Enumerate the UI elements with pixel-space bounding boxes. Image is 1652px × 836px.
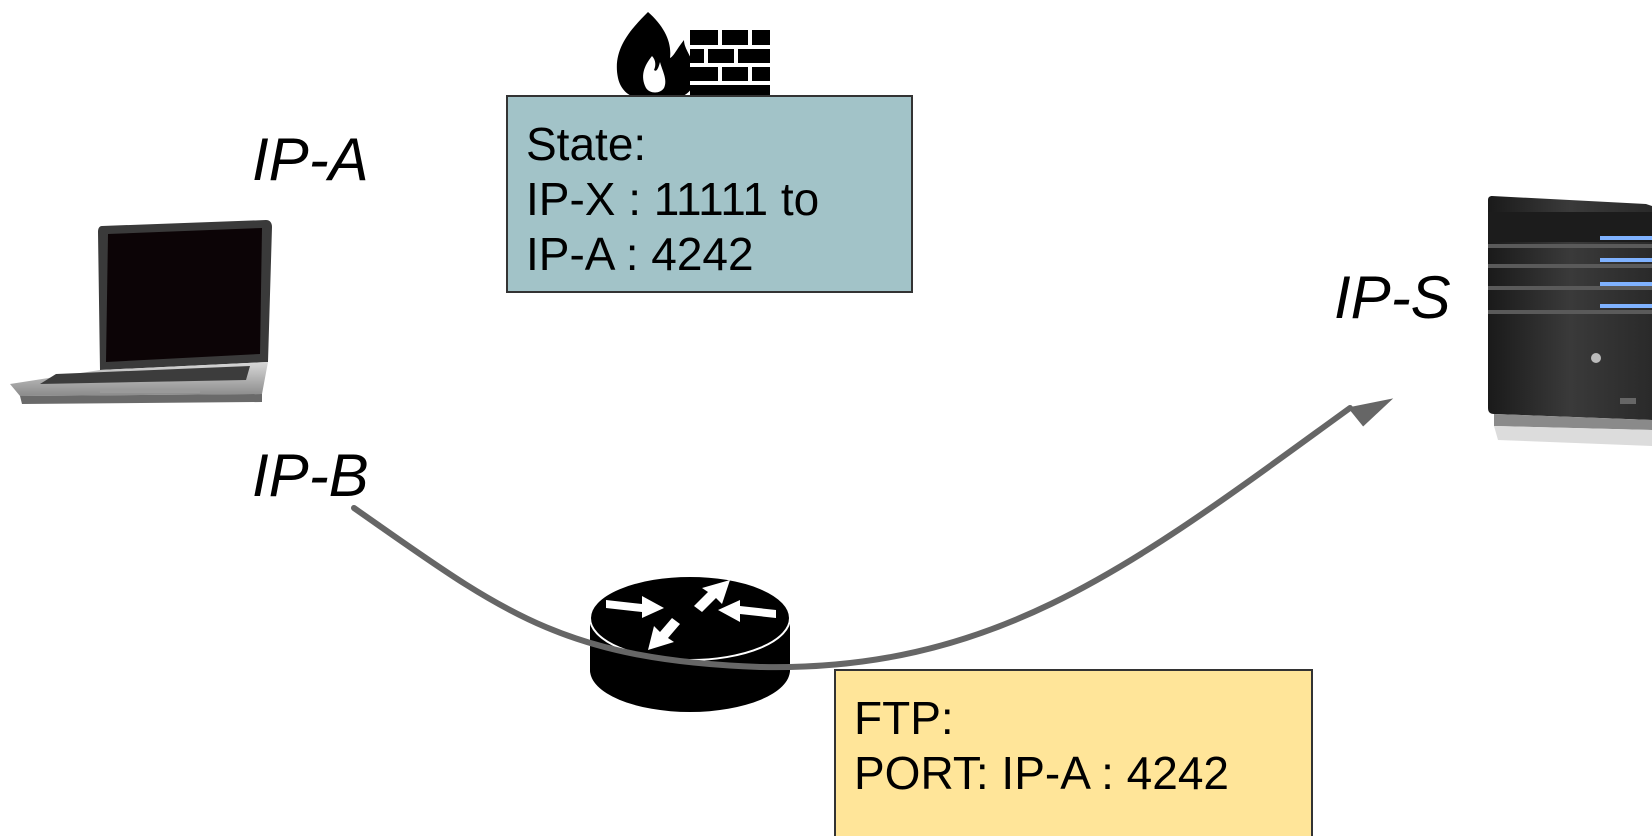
firewall-icon [616, 12, 770, 98]
ftp-command-box: FTP: PORT: IP-A : 4242 [834, 669, 1313, 836]
ftp-box-line-1: FTP: [854, 692, 954, 744]
state-table-box: State: IP-X : 11111 to IP-A : 4242 [506, 95, 913, 293]
laptop-icon [10, 220, 272, 404]
connection-arrow [351, 398, 1394, 671]
server-icon [1488, 196, 1652, 446]
ip-a-label: IP-A [252, 126, 369, 193]
state-box-line-1: State: [526, 118, 647, 170]
ip-b-label: IP-B [252, 442, 369, 509]
router-icon [589, 575, 791, 712]
state-box-line-2: IP-X : 11111 to [526, 173, 820, 225]
ftp-box-line-2: PORT: IP-A : 4242 [854, 747, 1230, 799]
state-box-line-3: IP-A : 4242 [526, 228, 754, 280]
ip-s-label: IP-S [1334, 264, 1451, 331]
